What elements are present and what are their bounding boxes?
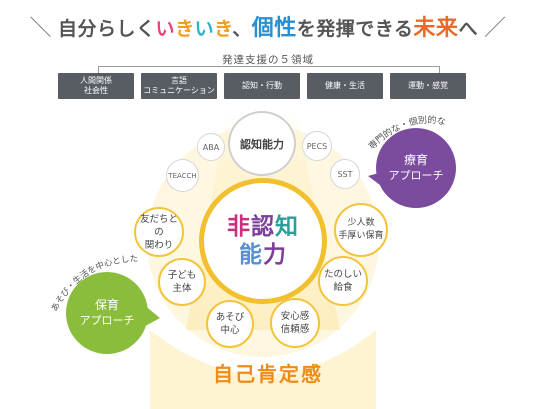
domain-language: 言語コミュニケーション bbox=[141, 73, 217, 99]
domain-motor: 運動・感覚 bbox=[390, 73, 466, 99]
method-pecs: PECS bbox=[302, 131, 332, 161]
item-play-centered: あそび中心 bbox=[206, 300, 254, 348]
therapy-approach-bubble: 療育 アプローチ bbox=[376, 128, 456, 208]
title-iki-3: い bbox=[194, 18, 215, 40]
domain-cognition: 認知・行動 bbox=[224, 73, 300, 99]
title-mirai: 未来 bbox=[413, 16, 459, 41]
method-teacch: TEACCH bbox=[166, 159, 199, 192]
care-approach-bubble: 保育 アプローチ bbox=[66, 272, 148, 354]
cognitive-ability-circle: 認知能力 bbox=[228, 111, 296, 176]
title-iki-1: い bbox=[155, 18, 176, 40]
method-aba: ABA bbox=[197, 133, 225, 161]
item-child-led: 子ども主体 bbox=[158, 258, 206, 306]
method-sst: SST bbox=[330, 159, 360, 189]
item-friend-relations: 友だちとの関わり bbox=[134, 207, 184, 257]
item-small-group-care: 少人数手厚い保育 bbox=[334, 203, 388, 257]
title-iki-2: き bbox=[175, 18, 195, 40]
item-security-trust: 安心感信頼感 bbox=[270, 298, 320, 348]
domains-label: 発達支援の５領域 bbox=[222, 54, 314, 66]
title-kosei: 個性 bbox=[251, 16, 297, 41]
self-esteem-label: 自己肯定感 bbox=[213, 362, 323, 386]
item-fun-lunch: たのしい給食 bbox=[318, 256, 368, 306]
bottom-glow bbox=[150, 330, 376, 409]
page-title: ＼自分らしくいきいき、個性を発揮できる未来へ／ bbox=[29, 16, 507, 41]
domain-health: 健康・生活 bbox=[307, 73, 383, 99]
non-cognitive-ability-center: 非認知 能力 bbox=[199, 178, 327, 304]
domains-bracket bbox=[98, 66, 440, 73]
domain-relationships: 人間関係社会性 bbox=[58, 73, 134, 99]
title-iki-4: き bbox=[214, 18, 233, 40]
